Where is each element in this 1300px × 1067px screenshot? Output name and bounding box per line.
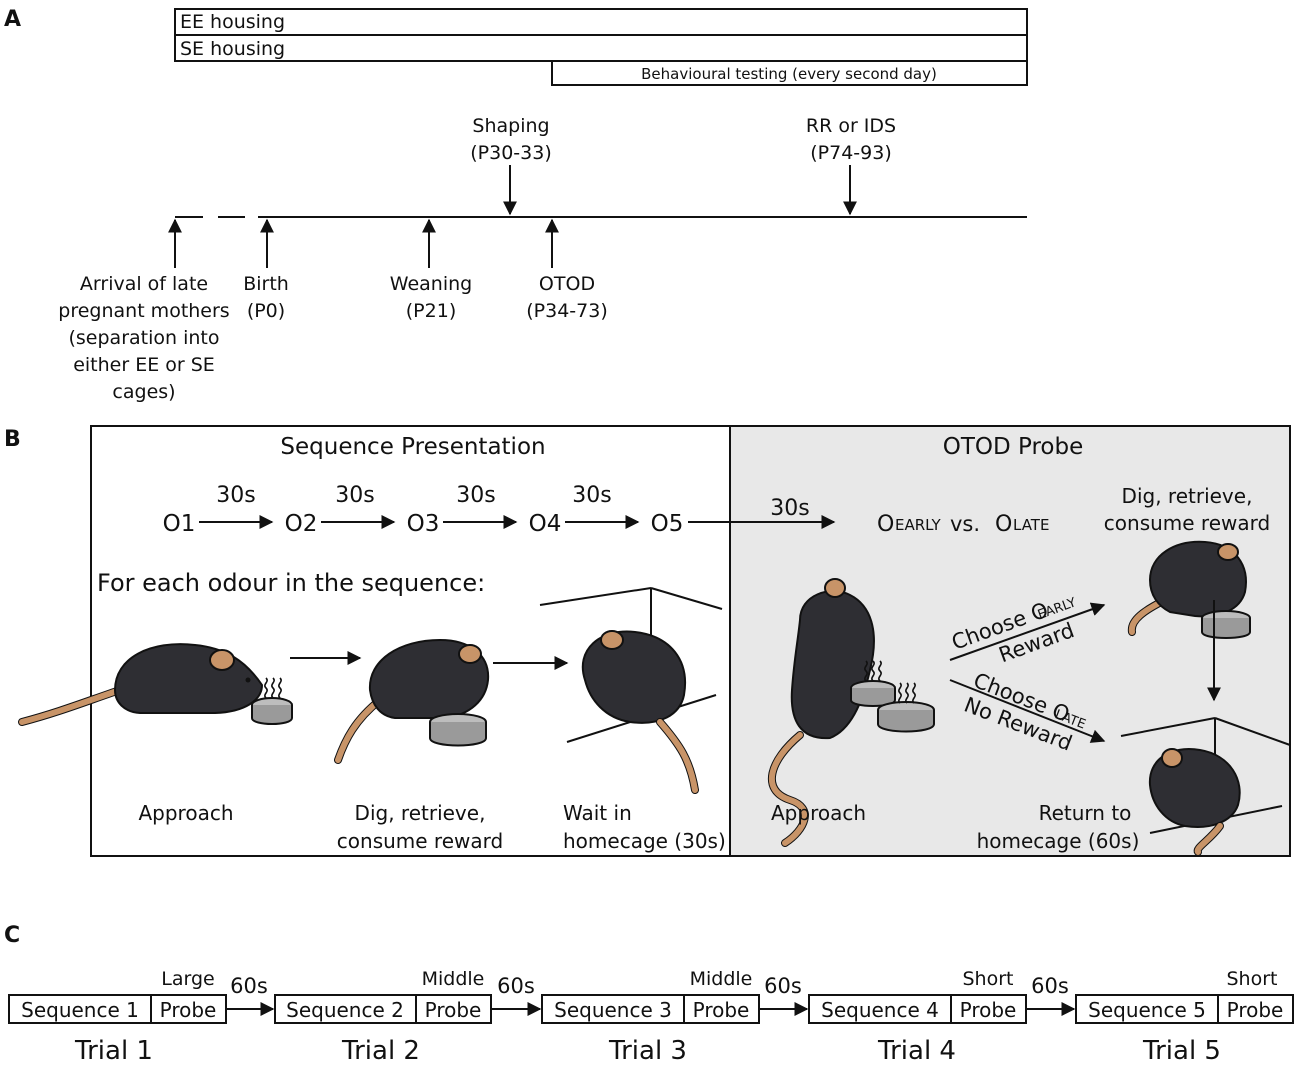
dig-caption: consume reward xyxy=(337,829,503,853)
panel-label-b: B xyxy=(4,427,21,452)
probe-label: Probe xyxy=(693,998,750,1022)
mouse-dig-illustration xyxy=(334,638,490,764)
o-early-subscript: EARLY xyxy=(895,516,942,534)
sequence-label: Sequence 3 xyxy=(554,998,672,1022)
trial-label: Trial 5 xyxy=(1142,1036,1221,1066)
trial-label: Trial 4 xyxy=(877,1036,956,1066)
trial-label: Trial 1 xyxy=(74,1036,153,1066)
gap-label: 60s xyxy=(230,974,268,998)
sequence-label: Sequence 1 xyxy=(21,998,139,1022)
o-early-letter: O xyxy=(877,512,894,537)
choice-label: O EARLY vs. O LATE xyxy=(877,512,1049,537)
wait-caption: Wait in xyxy=(563,801,632,825)
shaping-range: (P30-33) xyxy=(470,142,552,164)
probe-box xyxy=(415,994,492,1024)
dig-caption: Dig, retrieve, xyxy=(355,801,486,825)
probe-label: Probe xyxy=(160,998,217,1022)
choose-early-arrow xyxy=(949,602,1106,661)
se-housing-bar xyxy=(174,34,1028,62)
probe-label: Probe xyxy=(960,998,1017,1022)
timeline: Shaping (P30-33) RR or IDS (P74-93) Arri… xyxy=(58,115,1027,403)
ee-housing-label: EE housing xyxy=(180,11,285,33)
sequence-label: Sequence 4 xyxy=(821,998,939,1022)
odour-o5: O5 xyxy=(651,511,684,537)
sequence-box xyxy=(274,994,417,1024)
sequence-label: Sequence 2 xyxy=(286,998,404,1022)
vs-label: vs. xyxy=(950,512,980,536)
rr-ids-label: RR or IDS xyxy=(806,115,896,137)
birth-range: (P0) xyxy=(247,300,285,322)
choose-late-arrow xyxy=(949,679,1106,743)
probe-size-label: Middle xyxy=(422,968,485,990)
arrival-label-line: either EE or SE xyxy=(73,354,215,376)
return-caption: Return to xyxy=(1039,801,1132,825)
otod-probe-title: OTOD Probe xyxy=(943,434,1084,460)
birth-label: Birth xyxy=(243,273,289,295)
arrival-label-line: cages) xyxy=(112,381,175,403)
probe-size-label: Large xyxy=(161,968,214,990)
for-each-odour-label: For each odour in the sequence: xyxy=(97,569,485,597)
probe-size-label: Short xyxy=(963,968,1014,990)
otod-label: OTOD xyxy=(539,273,595,295)
panel-label-c: C xyxy=(4,923,20,948)
sequence-label: Sequence 5 xyxy=(1088,998,1206,1022)
wait-caption: homecage (30s) xyxy=(563,829,726,853)
weaning-label: Weaning xyxy=(390,273,472,295)
odour-o1: O1 xyxy=(163,511,196,537)
sequence-box xyxy=(808,994,952,1024)
odour-o3: O3 xyxy=(407,511,440,537)
behavioural-testing-label: Behavioural testing (every second day) xyxy=(641,65,937,83)
arrival-label-line: pregnant mothers xyxy=(58,300,229,322)
o-late-subscript: LATE xyxy=(1013,516,1049,534)
panel-b-frame xyxy=(90,425,1291,857)
arrival-label-line: Arrival of late xyxy=(80,273,208,295)
sequence-box xyxy=(541,994,685,1024)
mouse-reward-illustration xyxy=(1127,540,1251,639)
gap-label: 60s xyxy=(497,974,535,998)
dig-caption-right: Dig, retrieve, xyxy=(1122,484,1253,508)
rr-ids-range: (P74-93) xyxy=(810,142,892,164)
homecage-left-illustration xyxy=(539,587,723,794)
probe-approach-caption: Approach xyxy=(771,801,866,825)
arrival-label-line: (separation into xyxy=(69,327,220,349)
dig-caption-right: consume reward xyxy=(1104,511,1270,535)
trial-label: Trial 3 xyxy=(608,1036,687,1066)
sequence-box xyxy=(8,994,152,1024)
probe-box xyxy=(1217,994,1294,1024)
mouse-rearing-illustration xyxy=(768,578,935,847)
trial-sequence: Sequence 1 Probe Large Trial 1 Sequence … xyxy=(8,968,1294,1066)
odour-o2: O2 xyxy=(285,511,318,537)
behavioural-testing-bar xyxy=(551,60,1028,86)
probe-size-label: Middle xyxy=(690,968,753,990)
interval-label: 30s xyxy=(770,496,809,521)
probe-label: Probe xyxy=(1227,998,1284,1022)
interval-label: 30s xyxy=(335,483,374,508)
mouse-approach-illustration xyxy=(18,643,293,726)
panel-label-a: A xyxy=(4,7,21,32)
odour-sequence: O1 O2 O3 O4 O5 30s 30s 30s 30s 30s xyxy=(163,483,836,537)
interval-label: 30s xyxy=(216,483,255,508)
probe-label: Probe xyxy=(425,998,482,1022)
ee-housing-bar xyxy=(174,8,1028,36)
sequence-presentation-title: Sequence Presentation xyxy=(280,434,545,460)
se-housing-label: SE housing xyxy=(180,38,285,60)
o-late-letter: O xyxy=(995,512,1012,537)
trial-label: Trial 2 xyxy=(341,1036,420,1066)
gap-label: 60s xyxy=(764,974,802,998)
shaping-label: Shaping xyxy=(472,115,549,137)
interval-label: 30s xyxy=(456,483,495,508)
homecage-right-illustration xyxy=(1120,717,1291,856)
probe-size-label: Short xyxy=(1227,968,1278,990)
gap-label: 60s xyxy=(1031,974,1069,998)
weaning-range: (P21) xyxy=(406,300,456,322)
otod-range: (P34-73) xyxy=(526,300,608,322)
return-caption: homecage (60s) xyxy=(977,829,1140,853)
odour-o4: O4 xyxy=(529,511,562,537)
approach-caption: Approach xyxy=(138,801,233,825)
interval-label: 30s xyxy=(572,483,611,508)
housing-bars: EE housing SE housing Behavioural testin… xyxy=(174,8,1028,86)
